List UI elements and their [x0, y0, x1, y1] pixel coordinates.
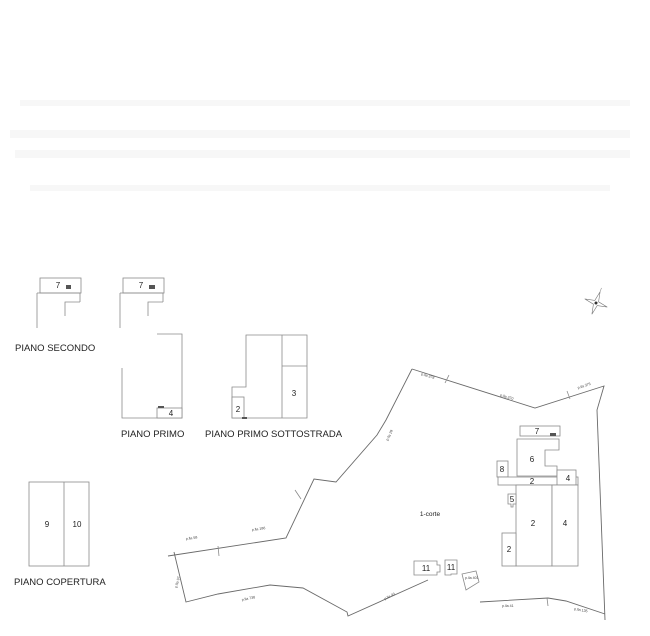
room-number: 11: [422, 564, 431, 573]
parcel-label: p.lla 41: [502, 604, 514, 608]
plan-piano-secondo: 7: [36, 277, 82, 328]
room-number: 4: [563, 519, 568, 528]
room-number: 7: [56, 281, 61, 290]
room-6-site: [516, 438, 560, 477]
room-4-primo: [156, 407, 183, 419]
parcel-label: p.lla 43: [384, 592, 396, 601]
room-7-secondo: [39, 277, 82, 294]
label-piano-copertura: PIANO COPERTURA: [14, 577, 106, 588]
parcel-label: p.lla 97: [174, 576, 181, 588]
stair-icon: [149, 285, 155, 289]
room-2-small: [501, 532, 517, 567]
site-annex-11: 11 11 p.lla 401: [413, 559, 480, 591]
plan-piano-primo: 4: [121, 333, 183, 419]
room-number: 3: [292, 389, 297, 398]
parcel-label: p.lla 375: [577, 382, 591, 390]
stair-icon: [158, 406, 164, 408]
room-number: 10: [73, 520, 82, 529]
plan-piano-copertura: 9 10: [28, 481, 90, 567]
room-number: 2: [236, 405, 241, 414]
stair-icon: [550, 433, 556, 436]
room-number: 4: [566, 474, 571, 483]
plan-piano-primo-sottostrada: 2 3: [231, 334, 308, 419]
room-number: 4: [169, 409, 174, 418]
compass-rose-icon: [584, 287, 608, 315]
parcel-label: p.lla 58: [186, 535, 198, 541]
parcel-label: p.lla 135: [574, 607, 588, 613]
stair-icon: [66, 285, 71, 289]
room-number: 5: [510, 495, 515, 504]
room-2-sottostrada: [231, 396, 245, 419]
room-number: 6: [530, 455, 535, 464]
room-7-primo: [122, 277, 165, 294]
faded-header-text-background: [10, 100, 630, 191]
parcel-label: p.lla 370: [500, 393, 514, 401]
room-number: 7: [535, 427, 540, 436]
room-number: 2: [530, 477, 535, 486]
room-5-site: [507, 493, 517, 508]
parcel-label: p.lla 378: [421, 372, 435, 380]
label-piano-primo: PIANO PRIMO: [121, 429, 184, 440]
plan-piano-primo-upper: 7: [119, 277, 165, 328]
room-4-main: [551, 484, 579, 567]
site-building-complex: 7 6 8 2 4 2 4 2 5: [496, 425, 579, 567]
site-parcel-boundary: [167, 368, 606, 621]
parcel-401-shape: [461, 570, 480, 591]
parcel-label: p.lla 401: [465, 576, 479, 580]
room-number: 11: [447, 563, 456, 572]
parcel-labels: p.lla 378 p.lla 370 p.lla 375 p.lla 29 p…: [174, 372, 591, 613]
label-piano-secondo: PIANO SECONDO: [15, 343, 95, 354]
room-number: 7: [139, 281, 144, 290]
parcel-label: p.lla 738: [241, 595, 255, 602]
stair-icon: [242, 417, 247, 419]
label-piano-primo-sottostrada: PIANO PRIMO SOTTOSTRADA: [205, 429, 343, 440]
room-number: 2: [507, 545, 512, 554]
parcel-label: p.lla 29: [385, 429, 394, 441]
room-number: 2: [531, 519, 536, 528]
room-number: 8: [500, 465, 505, 474]
room-number: 9: [45, 520, 50, 529]
room-7-site: [519, 425, 561, 437]
label-corte: 1-corte: [420, 511, 441, 518]
parcel-label: p.lla 186: [252, 526, 266, 532]
